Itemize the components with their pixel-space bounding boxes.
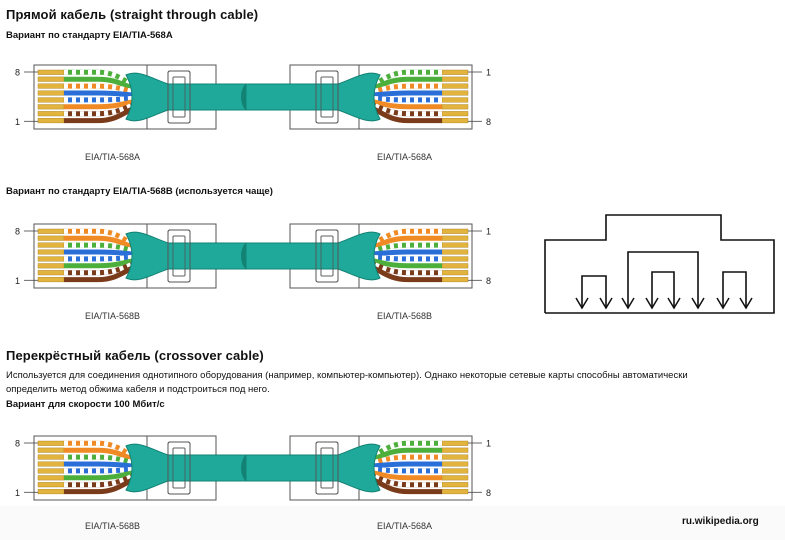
rj45-plug-left: 81 — [15, 64, 265, 130]
source-credit: ru.wikipedia.org — [682, 516, 759, 527]
rj45-plug-right: 18 — [241, 435, 491, 501]
pin-label-top: 1 — [486, 227, 491, 237]
speed-heading: Вариант для скорости 100 Мбит/с — [6, 399, 165, 410]
pin-label-bottom: 8 — [486, 117, 491, 127]
connector-label-left-row2: EIA/TIA-568B — [85, 311, 141, 321]
connector-label-right-row3: EIA/TIA-568A — [377, 521, 433, 531]
pin-label-top: 8 — [15, 439, 20, 449]
connector-label-right-row1: EIA/TIA-568A — [377, 152, 433, 162]
bottom-strip — [0, 506, 785, 540]
pin-label-top: 1 — [486, 68, 491, 78]
variant-568b-heading: Вариант по стандарту EIA/TIA-568B (испол… — [6, 186, 273, 197]
pin-label-top: 8 — [15, 227, 20, 237]
pin-label-bottom: 1 — [15, 117, 20, 127]
variant-568a-heading: Вариант по стандарту EIA/TIA-568A — [6, 30, 173, 41]
rj45-plug-right: 18 — [241, 223, 491, 289]
crossover-description-line2: определить метод обжима кабеля и подстро… — [6, 384, 270, 395]
pin-label-top: 1 — [486, 439, 491, 449]
connector-label-right-row2: EIA/TIA-568B — [377, 311, 433, 321]
connector-label-left-row1: EIA/TIA-568A — [85, 152, 141, 162]
rj45-plug-left: 81 — [15, 435, 265, 501]
pin-label-bottom: 8 — [486, 488, 491, 498]
crossover-description-line1: Используется для соединения однотипного … — [6, 370, 688, 381]
pin-label-bottom: 8 — [486, 276, 491, 286]
rj45-plug-left: 81 — [15, 223, 265, 289]
pair-bracket-diagram — [544, 214, 775, 314]
rj45-plug-right: 18 — [241, 64, 491, 130]
connector-label-left-row3: EIA/TIA-568B — [85, 521, 141, 531]
pin-label-top: 8 — [15, 68, 20, 78]
pin-label-bottom: 1 — [15, 488, 20, 498]
section-title-straight: Прямой кабель (straight through cable) — [6, 7, 259, 22]
pin-label-bottom: 1 — [15, 276, 20, 286]
section-title-crossover: Перекрёстный кабель (crossover cable) — [6, 348, 264, 363]
